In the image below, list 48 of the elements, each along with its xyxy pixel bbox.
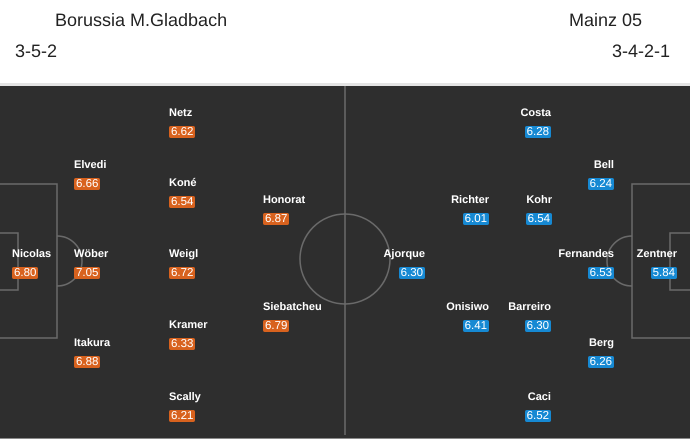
team-name: Borussia M.Gladbach	[55, 10, 228, 30]
player-name: Caci	[528, 391, 551, 404]
player-name: Onisiwo	[446, 301, 489, 314]
player-name: Costa	[520, 107, 551, 120]
rating-badge: 6.28	[524, 126, 551, 138]
rating-badge: 6.88	[74, 356, 100, 368]
rating-badge: 6.41	[462, 320, 489, 332]
formation-label: 3-5-2	[15, 41, 58, 61]
rating-badge: 6.30	[398, 267, 425, 279]
player-name: Netz	[169, 107, 192, 120]
rating-badge: 6.26	[588, 356, 614, 368]
player-name: Richter	[451, 194, 489, 207]
formation-label: 3-4-2-1	[612, 41, 670, 61]
rating-badge: 6.24	[588, 178, 614, 190]
rating-badge: 6.72	[169, 267, 196, 279]
rating-badge: 5.84	[650, 267, 677, 279]
player-name: Scally	[169, 391, 201, 404]
rating-badge: 7.05	[74, 267, 100, 279]
player-name: Nicolas	[12, 248, 52, 261]
team-name: Mainz 05	[568, 10, 642, 30]
rating-badge: 6.53	[588, 267, 614, 279]
player-name: Elvedi	[74, 159, 106, 172]
rating-badge: 6.33	[169, 338, 196, 350]
player-name: Honorat	[263, 194, 306, 207]
player-name: Wöber	[74, 248, 108, 261]
rating-badge: 6.66	[74, 178, 100, 190]
rating-badge: 6.52	[524, 410, 551, 422]
rating-badge: 6.62	[169, 126, 196, 138]
player-name: Berg	[588, 337, 614, 350]
rating-badge: 6.01	[462, 213, 489, 225]
player-name: Koné	[169, 177, 196, 190]
player-name: Bell	[594, 159, 614, 172]
player-name: Barreiro	[508, 301, 551, 314]
player-name: Kohr	[526, 194, 552, 207]
player-name: Siebatcheu	[263, 301, 322, 314]
rating-badge: 6.87	[263, 213, 290, 225]
rating-badge: 6.21	[169, 410, 196, 422]
player-name: Weigl	[169, 248, 198, 261]
player-name: Itakura	[74, 337, 110, 350]
player-name: Ajorque	[383, 248, 425, 261]
rating-badge: 6.54	[169, 196, 196, 208]
player-name: Fernandes	[558, 248, 614, 261]
player-name: Zentner	[636, 248, 677, 261]
rating-badge: 6.79	[263, 320, 290, 332]
rating-badge: 6.30	[524, 320, 551, 332]
player-name: Kramer	[169, 319, 208, 332]
rating-badge: 6.80	[12, 267, 38, 279]
rating-badge: 6.54	[526, 213, 552, 225]
